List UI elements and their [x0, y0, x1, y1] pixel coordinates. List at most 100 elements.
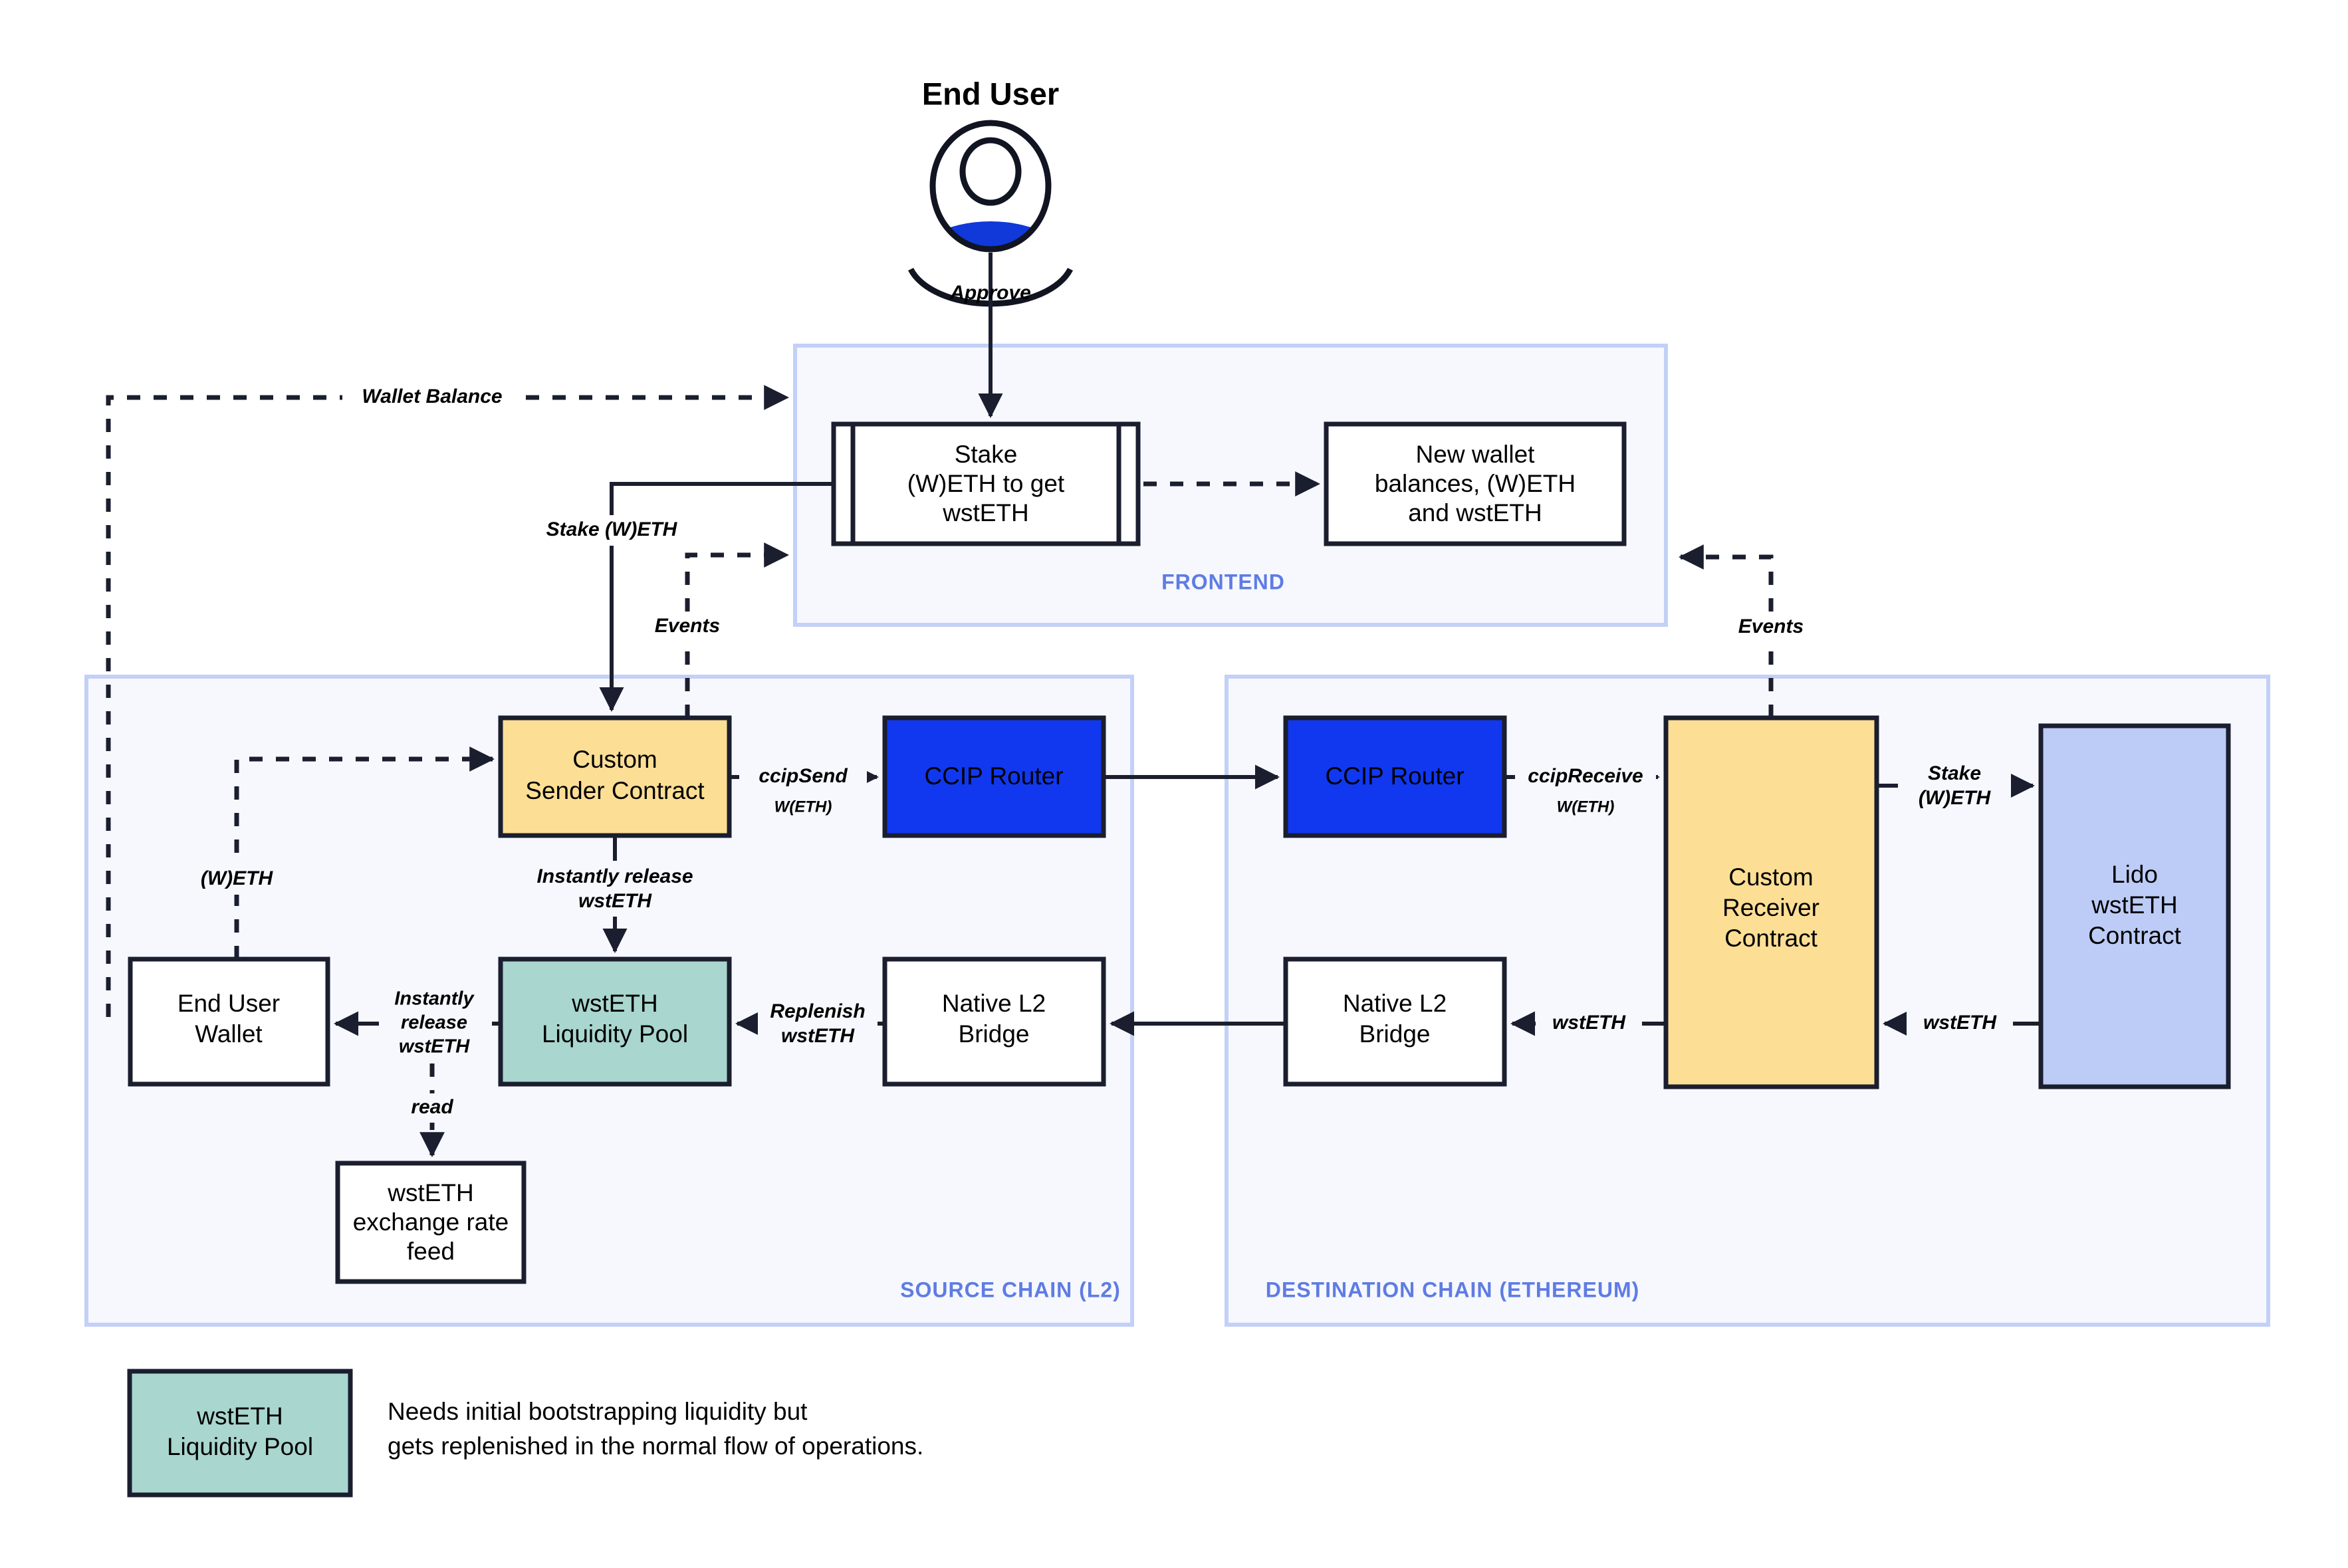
node-new-balances-line3: and wstETH [1408, 499, 1542, 526]
node-ccip-router-source[interactable]: CCIP Router [882, 715, 1106, 838]
node-receiver-contract-rect[interactable] [1663, 715, 1879, 1089]
edge-release-to-wallet-label-bg [379, 982, 492, 1065]
node-user-wallet[interactable]: End User Wallet [128, 956, 330, 1087]
node-bridge-destination-rect[interactable] [1283, 956, 1507, 1087]
edge-replenish-line1: Replenish [770, 1000, 865, 1022]
edge-events-left: Events [640, 542, 790, 718]
edge-ccip-receive-sublabel: W(ETH) [1557, 798, 1615, 816]
edge-read-rate-label-bg [392, 1093, 475, 1123]
legend: wstETH Liquidity Pool Needs initial boot… [127, 1369, 923, 1498]
node-ccip-router-source-label: CCIP Router [924, 762, 1063, 790]
edge-ccip-send-label-bg [739, 762, 867, 792]
edge-read-rate: read [392, 1064, 475, 1158]
edge-wallet-balance-label-bg [342, 382, 522, 413]
node-liquidity-pool-line1: wstETH [571, 990, 658, 1017]
legend-swatch [127, 1369, 353, 1498]
node-bridge-source-line2: Bridge [959, 1020, 1030, 1048]
edge-wsteth-from-lido-label-bg [1907, 1008, 2013, 1039]
edge-weth-to-sender-label: (W)ETH [201, 867, 274, 889]
edge-weth-to-sender-label-bg [190, 864, 287, 895]
edge-stake-weth-label-bg [525, 515, 698, 546]
edge-ccip-receive-label-bg [1515, 762, 1656, 792]
edge-stake-weth-label: Stake (W)ETH [546, 518, 678, 540]
node-bridge-destination[interactable]: Native L2 Bridge [1283, 956, 1507, 1087]
node-sender-contract-rect[interactable] [498, 715, 732, 838]
edge-ccip-send-sublabel: W(ETH) [774, 798, 832, 816]
node-receiver-contract[interactable]: Custom Receiver Contract [1663, 715, 1879, 1089]
zone-source-label: SOURCE CHAIN (L2) [900, 1278, 1121, 1301]
edge-release-to-wallet-line3: wstETH [399, 1036, 470, 1058]
node-stake-form-rect[interactable] [831, 421, 1141, 546]
edge-ccip-receive: ccipReceive W(ETH) [1504, 762, 1660, 816]
node-rate-feed[interactable]: wstETH exchange rate feed [335, 1161, 527, 1284]
node-receiver-contract-line3: Contract [1724, 925, 1818, 952]
node-new-balances-line2: balances, (W)ETH [1375, 470, 1576, 497]
edge-stake-weth-lido-label-bg [1898, 758, 2011, 814]
edge-events-left-label-bg [640, 612, 736, 642]
node-ccip-router-source-rect[interactable] [882, 715, 1106, 838]
legend-swatch-line2: Liquidity Pool [167, 1433, 313, 1460]
end-user-title: End User [922, 76, 1059, 111]
edge-stake-weth-lido: Stake (W)ETH [1877, 758, 2035, 814]
node-bridge-source-line1: Native L2 [942, 990, 1046, 1017]
edge-wsteth-from-lido: wstETH [1883, 1008, 2041, 1039]
edge-approve: Approve [949, 253, 1031, 418]
zone-frontend-label: FRONTEND [1161, 570, 1285, 594]
node-rate-feed-rect[interactable] [335, 1161, 527, 1284]
edge-release-to-wallet: Instantly release wstETH [334, 982, 501, 1065]
edge-instant-release-line1: Instantly release [536, 865, 693, 887]
edge-stake-weth-path [599, 482, 834, 712]
node-sender-contract-line2: Sender Contract [525, 777, 705, 804]
node-liquidity-pool[interactable]: wstETH Liquidity Pool [498, 956, 732, 1087]
edge-replenish-line2: wstETH [781, 1025, 855, 1047]
node-new-balances-rect[interactable] [1324, 421, 1627, 546]
node-new-balances[interactable]: New wallet balances, (W)ETH and wstETH [1324, 421, 1627, 546]
node-lido-contract-line1: Lido [2111, 861, 2158, 888]
edge-events-left-path [685, 542, 790, 718]
node-bridge-source-rect[interactable] [882, 956, 1106, 1087]
node-ccip-router-destination-label: CCIP Router [1325, 762, 1464, 790]
node-lido-contract-line3: Contract [2088, 922, 2182, 949]
node-new-balances-line1: New wallet [1416, 441, 1536, 468]
edge-ccip-send: ccipSend W(ETH) [729, 762, 879, 816]
node-bridge-source[interactable]: Native L2 Bridge [882, 956, 1106, 1087]
edge-approve-label: Approve [949, 282, 1031, 304]
node-receiver-contract-line2: Receiver [1722, 894, 1820, 921]
node-bridge-destination-line1: Native L2 [1343, 990, 1447, 1017]
node-lido-contract[interactable]: Lido wstETH Contract [2038, 723, 2231, 1089]
edge-events-right-label-bg [1723, 612, 1820, 643]
node-receiver-contract-line1: Custom [1728, 863, 1813, 891]
edge-instant-release: Instantly release wstETH [532, 836, 698, 953]
edge-read-rate-label: read [411, 1096, 453, 1118]
node-rate-feed-line3: feed [407, 1238, 455, 1265]
node-user-wallet-line2: Wallet [195, 1020, 263, 1048]
node-stake-form[interactable]: Stake (W)ETH to get wstETH [831, 421, 1141, 546]
edge-release-to-wallet-line2: release [401, 1012, 467, 1034]
legend-swatch-line1: wstETH [196, 1402, 283, 1430]
node-stake-form-line2: (W)ETH to get [907, 470, 1065, 497]
legend-note-line1: Needs initial bootstrapping liquidity bu… [388, 1398, 808, 1425]
edge-stake-weth-lido-line2: (W)ETH [1919, 787, 1992, 809]
edge-release-to-wallet-line1: Instantly [394, 988, 475, 1010]
node-ccip-router-destination[interactable]: CCIP Router [1283, 715, 1507, 838]
node-user-wallet-rect[interactable] [128, 956, 330, 1087]
edge-instant-release-line2: wstETH [578, 890, 652, 912]
node-sender-contract[interactable]: Custom Sender Contract [498, 715, 732, 838]
edge-wallet-balance: Wallet Balance [106, 382, 790, 1017]
edge-wallet-balance-label: Wallet Balance [362, 386, 502, 407]
node-sender-contract-line1: Custom [572, 746, 657, 773]
zone-destination-label: DESTINATION CHAIN (ETHEREUM) [1266, 1278, 1640, 1301]
node-user-wallet-line1: End User [177, 990, 280, 1017]
node-lido-contract-line2: wstETH [2091, 891, 2178, 919]
node-lido-contract-rect[interactable] [2038, 723, 2231, 1089]
edge-ccip-receive-label: ccipReceive [1528, 765, 1643, 787]
node-rate-feed-line1: wstETH [387, 1179, 474, 1206]
edge-events-right-path [1678, 544, 1774, 718]
node-bridge-destination-line2: Bridge [1359, 1020, 1431, 1048]
edge-wallet-balance-path [106, 385, 790, 1017]
edge-events-right-label: Events [1738, 616, 1804, 637]
edge-replenish: Replenish wstETH [735, 997, 885, 1052]
edge-ccip-send-label: ccipSend [759, 765, 848, 787]
